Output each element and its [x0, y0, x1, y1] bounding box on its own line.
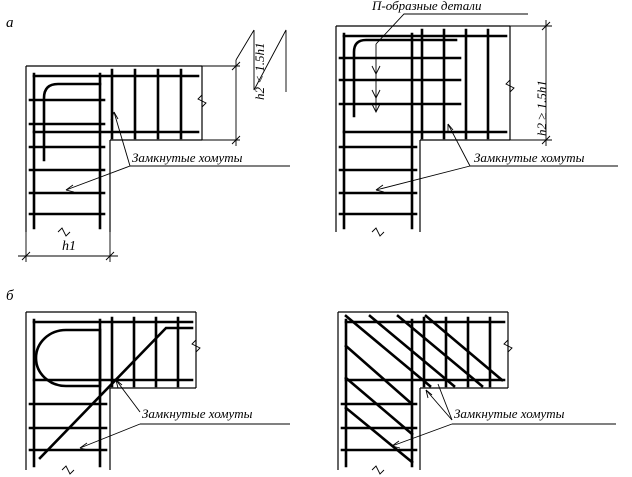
panel-letter-a: а: [6, 15, 14, 31]
closed-stirrups-label-b-right: Замкнутые хомуты: [454, 406, 565, 421]
dim-h1-label: h1: [62, 239, 76, 254]
dim-h2-lt-label: h2 < 1.5h1: [252, 42, 267, 100]
panel-a-right-joint: [335, 13, 618, 237]
panel-b-left-joint: [25, 311, 290, 475]
closed-stirrups-label-a-left: Замкнутые хомуты: [132, 150, 243, 165]
dim-h2-ge-label: h2 ≥ 1.5h1: [534, 80, 549, 136]
panel-letter-b: б: [6, 288, 14, 304]
panel-b-right-joint: [337, 311, 616, 475]
p-shaped-details-label: П-образные детали: [371, 0, 482, 13]
panel-a-left-joint: [18, 29, 290, 262]
closed-stirrups-label-a-right: Замкнутые хомуты: [474, 150, 585, 165]
closed-stirrups-label-b-left: Замкнутые хомуты: [142, 406, 253, 421]
